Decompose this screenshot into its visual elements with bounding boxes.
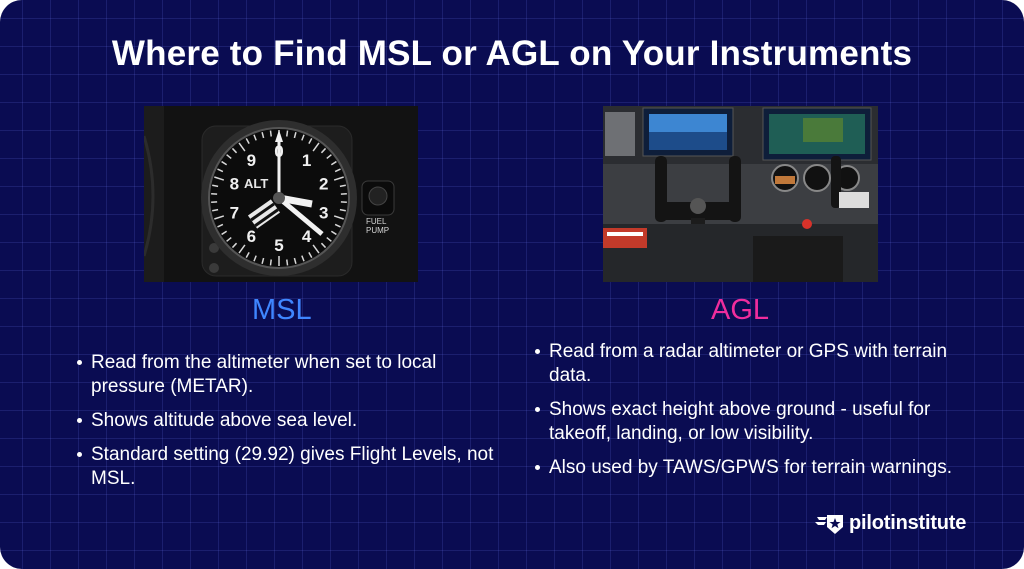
dial-tick [231,147,238,154]
dial-number: 9 [247,151,256,170]
dial-tick [217,223,224,228]
msl-points-list: Read from the altimeter when set to loca… [76,351,496,501]
dial-tick [286,259,289,266]
dial-tick [334,168,341,173]
pilotinstitute-logo: pilotinstitute [815,511,990,537]
dial-tick [212,208,219,212]
dial-tick [226,154,232,160]
dial-tick [214,215,225,220]
list-item: Also used by TAWS/GPWS for terrain warni… [534,456,964,480]
cockpit-panel-photo [603,106,878,282]
dial-tick [312,244,320,254]
bullet-icon [77,418,82,423]
dial-tick [333,176,344,181]
msl-heading: MSL [252,294,312,326]
wing-star-icon [815,515,843,534]
dial-number: 3 [319,204,328,223]
dial-tick [330,160,337,166]
dial-tick [269,130,272,137]
logo-text: pilotinstitute [849,512,967,534]
dial-tick [293,131,297,139]
dial-tick [320,147,327,154]
bullet-icon [77,360,82,365]
dial-tick [261,257,265,265]
dial-tick [330,230,337,236]
dial-tick [326,154,332,160]
bullet-icon [535,407,540,412]
dial-tick [326,236,332,242]
dial-tick [320,242,327,249]
dial-tick [253,134,257,141]
dial-tick [301,134,305,141]
list-item: Read from a radar altimeter or GPS with … [534,340,964,388]
dial-tick [339,184,346,188]
list-item: Shows altitude above sea level. [76,409,496,433]
dial-tick [238,244,246,254]
bullet-icon [535,349,540,354]
dial-tick [333,215,344,220]
bullet-icon [77,452,82,457]
dial-tick [214,176,225,181]
dial-number: 7 [230,204,239,223]
dial-tick [308,251,313,258]
dial-tick [293,257,297,265]
dial-tick [269,259,272,266]
dial-tick [221,230,228,236]
dial-tick [261,131,265,139]
list-item: Read from the altimeter when set to loca… [76,351,496,399]
agl-points-list: Read from a radar altimeter or GPS with … [534,340,964,490]
dial-number: 6 [247,227,256,246]
pump-label: PUMP [366,226,389,235]
dial-tick [231,242,238,249]
dial-tick [312,142,320,152]
page-title: Where to Find MSL or AGL on Your Instrum… [111,34,913,73]
list-item: Shows exact height above ground - useful… [534,398,964,446]
dial-number: 4 [302,227,312,246]
dial-tick [334,223,341,228]
agl-heading: AGL [711,294,770,326]
list-item: Standard setting (29.92) gives Flight Le… [76,443,496,491]
dial-number: 2 [319,174,328,193]
altimeter-dial-label: ALT [244,176,268,191]
altimeter-photo: 0123456789 ALT FUEL PUMP [144,106,418,282]
dial-number: 1 [302,151,311,170]
dial-tick [226,236,232,242]
dial-tick [212,184,219,188]
dial-tick [245,138,250,145]
dial-tick [238,142,246,152]
dial-tick [253,255,257,262]
dial-tick [221,160,228,166]
fuel-label: FUEL [366,217,387,226]
bullet-icon [535,465,540,470]
dial-tick [301,255,305,262]
dial-tick [217,168,224,173]
dial-number: 5 [274,236,283,255]
dial-tick [286,130,289,137]
dial-tick [308,138,313,145]
dial-number: 8 [230,174,239,193]
dial-tick [245,251,250,258]
dial-tick [339,208,346,212]
